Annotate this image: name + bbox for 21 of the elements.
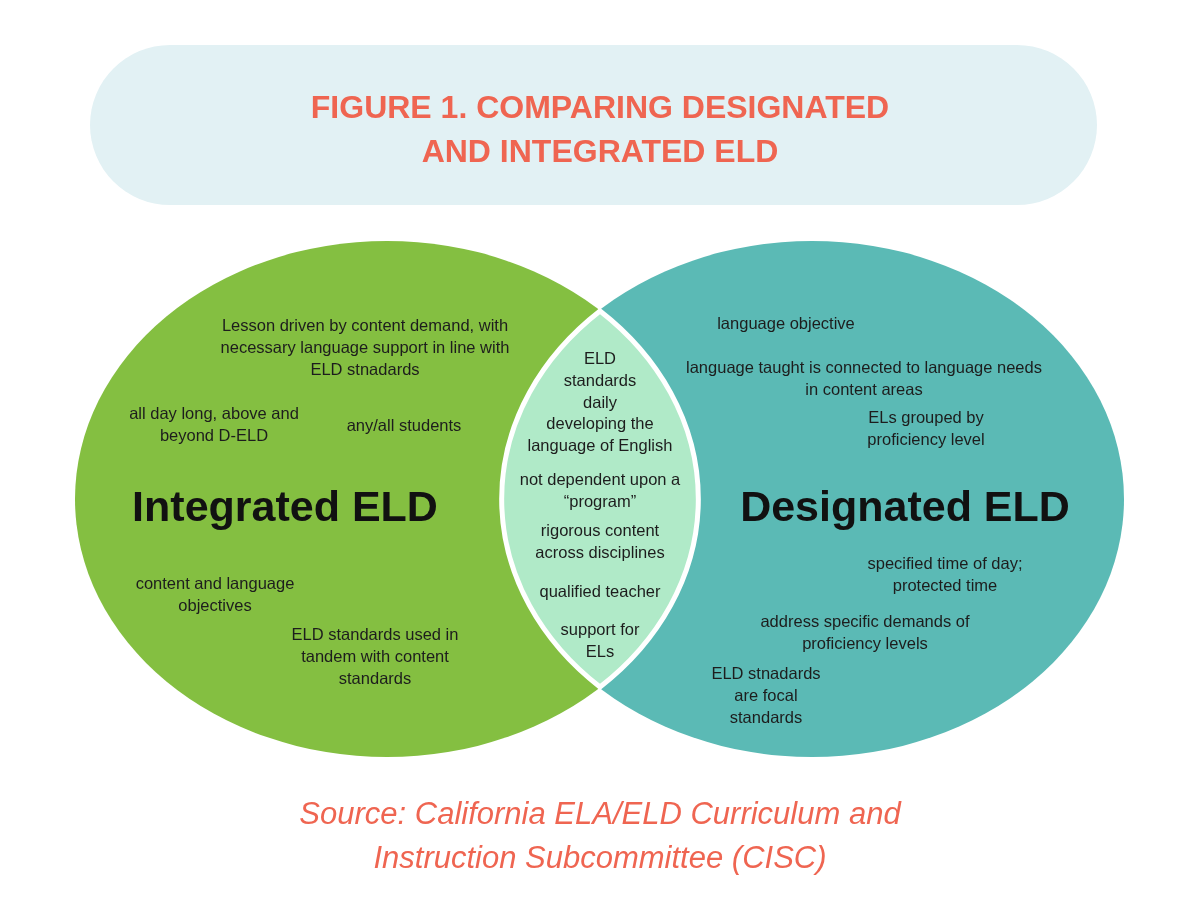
circle-text: qualified teacher [538, 581, 662, 602]
circle-text: ELD standards used in tandem with content standards [290, 624, 460, 689]
circle-heading: Integrated ELD [131, 481, 439, 531]
circle-text: all day long, above and beyond D-ELD [128, 403, 300, 446]
circle-text: language taught is connected to language needs in content areas [685, 357, 1043, 400]
circle-text: daily [582, 392, 618, 413]
circle-text: address specific demands of proficiency levels [759, 611, 971, 654]
circle-text: support for ELs [559, 619, 641, 662]
circle-text: rigorous content across disciplines [534, 520, 666, 563]
caption: Source: California ELA/ELD Curriculum and Instruction Subcommittee (CISC) [298, 795, 903, 877]
circle-text: Lesson driven by content demand, with necessary language support in line with ELD stnadards [219, 315, 511, 380]
circle-text: ELs grouped by proficiency level [866, 407, 986, 450]
title: FIGURE 1. COMPARING DESIGNATED AND INTEGRATED ELD [309, 88, 891, 171]
circle-heading: Designated ELD [739, 481, 1071, 531]
circle-text: any/all students [345, 415, 463, 436]
circle-text: not dependent upon a “program” [518, 469, 682, 512]
circle-text: language objective [716, 313, 856, 334]
circle-text: specified time of day; protected time [866, 553, 1024, 596]
circle-text: ELD stnadards are focal standards [710, 663, 822, 728]
circle-text: content and language objectives [134, 573, 296, 616]
circle-text: developing the language of English [526, 413, 674, 456]
